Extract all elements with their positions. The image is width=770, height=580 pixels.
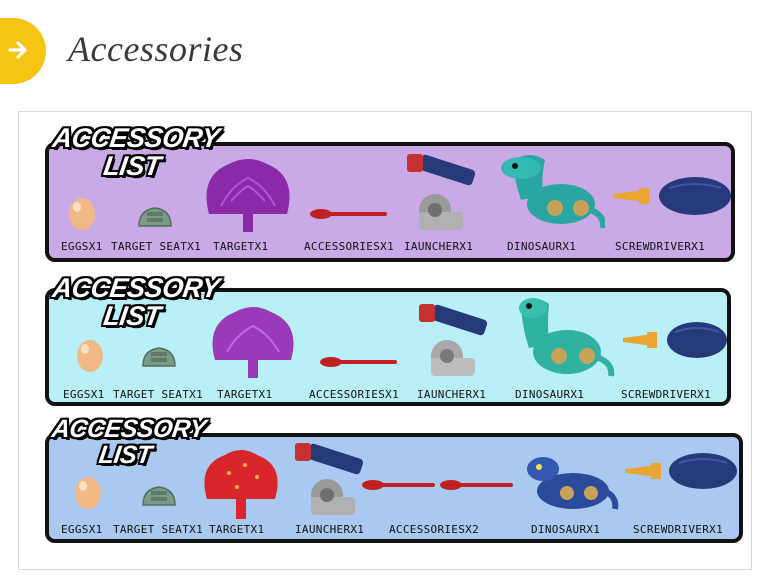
target-tree-image: [204, 450, 278, 519]
accessory-stick-image: [362, 480, 435, 490]
item-label: SCREWDRIVERX1: [633, 523, 723, 536]
target-tree-image: [206, 159, 290, 232]
item-label: TARGETX1: [213, 240, 269, 253]
accessory-panel-2: EGGSX1 TARGET SEATX1 TARGETX1 ACCESSORIE…: [45, 288, 731, 406]
panel-heading: ACCESSORY LIST: [25, 273, 243, 331]
screwdriver-image: [623, 322, 727, 358]
item-label: TARGET SEATX1: [113, 388, 203, 401]
egg-image: [75, 477, 101, 509]
product-image-frame: EGGSX1 TARGET SEATX1 TARGETX1 ACCESSORIE…: [18, 111, 752, 570]
dinosaur-image: [501, 155, 605, 229]
accessory-panel-3: EGGSX1 TARGET SEATX1 TARGETX1 IAUNCHERX1…: [45, 433, 743, 543]
accessory-stick-image: [320, 357, 397, 367]
panel-heading-line-2: LIST: [97, 441, 154, 469]
item-label: DINOSAURX1: [531, 523, 601, 536]
dinosaur-image: [527, 457, 619, 510]
item-label: TARGETX1: [209, 523, 265, 536]
target-seat-image: [142, 486, 176, 506]
egg-image: [69, 198, 95, 230]
item-label: IAUNCHERX1: [404, 240, 474, 253]
arrow-right-icon: [8, 41, 27, 59]
panel-heading: ACCESSORY LIST: [25, 123, 243, 181]
item-label: ACCESSORIESX1: [309, 388, 399, 401]
item-label: SCREWDRIVERX1: [615, 240, 705, 253]
screwdriver-image: [613, 177, 731, 215]
launcher-image: [419, 304, 488, 376]
item-label: IAUNCHERX1: [417, 388, 487, 401]
accessory-stick-image: [310, 209, 387, 219]
panel-heading-line-2: LIST: [101, 151, 163, 181]
accessory-panel-1: EGGSX1 TARGET SEATX1 TARGETX1 ACCESSORIE…: [45, 142, 735, 262]
launcher-image: [295, 443, 364, 515]
item-label: DINOSAURX1: [515, 388, 585, 401]
page-header: Accessories: [0, 0, 770, 100]
item-label: EGGSX1: [61, 523, 103, 536]
item-label: ACCESSORIESX1: [304, 240, 394, 253]
item-label: TARGET SEATX1: [113, 523, 203, 536]
page-title: Accessories: [68, 29, 244, 69]
item-label: DINOSAURX1: [507, 240, 577, 253]
target-tree-image: [212, 307, 294, 378]
item-label: EGGSX1: [61, 240, 103, 253]
item-label: TARGETX1: [217, 388, 273, 401]
item-label: TARGET SEATX1: [111, 240, 201, 253]
item-label: IAUNCHERX1: [295, 523, 365, 536]
panel-heading-line-1: ACCESSORY: [50, 123, 222, 153]
target-seat-image: [138, 207, 172, 227]
item-label: EGGSX1: [63, 388, 105, 401]
launcher-image: [407, 154, 476, 230]
target-seat-image: [142, 347, 176, 367]
item-label: SCREWDRIVERX1: [621, 388, 711, 401]
panel-heading-line-1: ACCESSORY: [50, 415, 208, 443]
panel-heading-line-2: LIST: [101, 301, 163, 331]
panel-heading-line-1: ACCESSORY: [50, 273, 222, 303]
egg-image: [77, 340, 103, 372]
screwdriver-image: [625, 453, 737, 489]
accessory-stick-image: [440, 480, 513, 490]
dinosaur-image: [519, 298, 615, 377]
item-label: ACCESSORIESX2: [389, 523, 479, 536]
panel-heading: ACCESSORY LIST: [27, 415, 226, 469]
arrow-badge: [0, 18, 46, 84]
